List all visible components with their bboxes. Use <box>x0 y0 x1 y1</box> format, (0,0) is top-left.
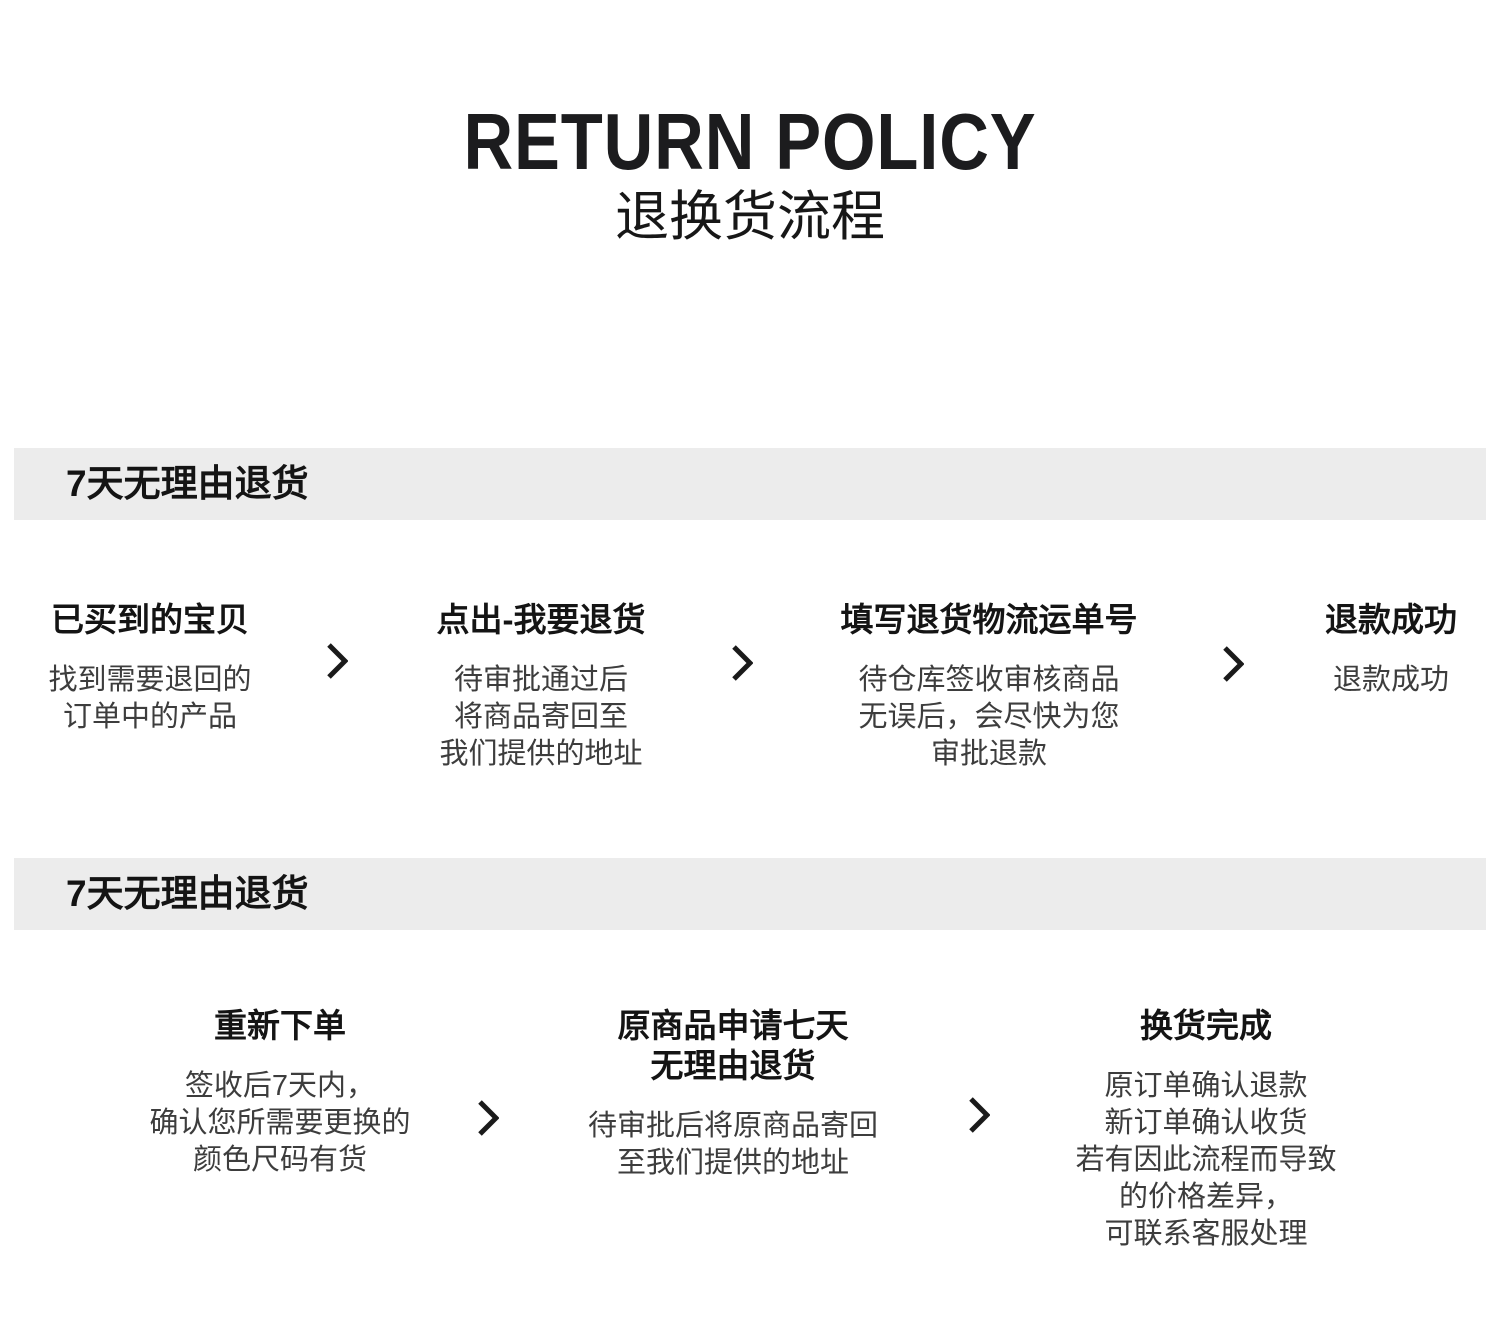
flow-step: 换货完成 原订单确认退款 新订单确认收货 若有因此流程而导致 的价格差异， 可联… <box>1006 1006 1406 1253</box>
step-title: 填写退货物流运单号 <box>840 601 1138 638</box>
step-description: 待审批后将原商品寄回 至我们提供的地址 <box>587 1110 878 1179</box>
step-title: 重新下单 <box>214 1007 346 1044</box>
flow-step: 原商品申请七天 无理由退货 待审批后将原商品寄回 至我们提供的地址 <box>533 1006 933 1182</box>
chevron-right-icon <box>477 1100 499 1136</box>
step-description: 退款成功 <box>1332 664 1449 696</box>
chevron-right-icon <box>1222 646 1244 682</box>
chevron-right-icon <box>968 1097 990 1133</box>
page-subtitle: 退换货流程 <box>615 187 885 247</box>
page-title: RETURN POLICY <box>463 97 1037 186</box>
flow-step: 重新下单 签收后7天内， 确认您所需要更换的 颜色尺码有货 <box>30 1006 530 1179</box>
step-description: 签收后7天内， 确认您所需要更换的 颜色尺码有货 <box>149 1070 411 1176</box>
step-description: 找到需要退回的 订单中的产品 <box>48 664 252 733</box>
step-description: 待仓库签收审核商品 无误后，会尽快为您 审批退款 <box>858 664 1120 770</box>
flow-step: 填写退货物流运单号 待仓库签收审核商品 无误后，会尽快为您 审批退款 <box>764 600 1214 773</box>
step-title: 退款成功 <box>1325 601 1457 638</box>
step-title: 已买到的宝贝 <box>51 601 249 638</box>
section-banner-exchange: 7天无理由退货 <box>14 858 1486 930</box>
section-banner-return: 7天无理由退货 <box>14 448 1486 520</box>
step-title: 原商品申请七天 无理由退货 <box>617 1007 849 1084</box>
chevron-right-icon <box>326 643 348 679</box>
step-title: 点出-我要退货 <box>436 601 646 638</box>
flow-step: 已买到的宝贝 找到需要退回的 订单中的产品 <box>0 600 300 736</box>
flow-step: 退款成功 退款成功 <box>1291 600 1491 699</box>
step-description: 原订单确认退款 新订单确认收货 若有因此流程而导致 的价格差异， 可联系客服处理 <box>1075 1070 1337 1250</box>
step-description: 待审批通过后 将商品寄回至 我们提供的地址 <box>439 664 643 770</box>
flow-step: 点出-我要退货 待审批通过后 将商品寄回至 我们提供的地址 <box>391 600 691 773</box>
chevron-right-icon <box>731 645 753 681</box>
step-title: 换货完成 <box>1140 1007 1272 1044</box>
